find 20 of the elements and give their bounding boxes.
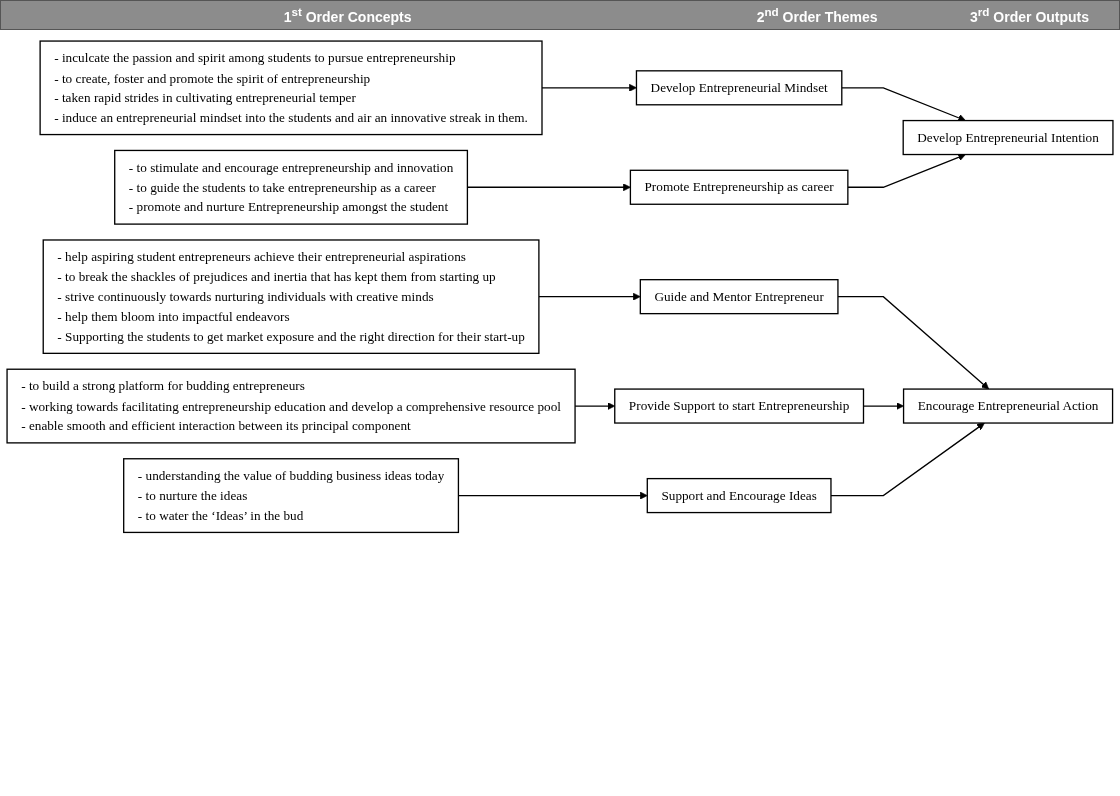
node-box: Promote Entrepreneurship as career bbox=[629, 169, 849, 205]
arrow bbox=[837, 296, 990, 390]
node-box: Encourage Entrepreneurial Action bbox=[902, 388, 1114, 424]
arrow bbox=[847, 153, 966, 188]
node-box: Develop Entrepreneurial Intention bbox=[902, 119, 1114, 156]
node-box: Guide and Mentor Entrepreneur bbox=[639, 279, 839, 315]
column-heading: 2$^{nd}$ Order Themes bbox=[755, 5, 879, 25]
node-box: - help aspiring student entrepreneurs achieve their entrepreneurial aspirations - to break the shackles of prejudices and inertia that has kept them from starting up - strive continuously towards nurturing individuals with creative minds - help them bloom into impactful endeavors - Supporting the students to get market exposure and the right direction for their start-up bbox=[42, 239, 540, 354]
node-box: - to build a strong platform for budding entrepreneurs - working towards facilitating entrepreneurship education and develop a comprehensive resource pool - enable smooth and efficient interaction between its principal component bbox=[6, 368, 576, 444]
column-heading: 3$^{rd}$ Order Outputs bbox=[969, 5, 1091, 25]
node-box: Support and Encourage Ideas bbox=[646, 477, 832, 514]
node-box: - understanding the value of budding business ideas today - to nurture the ideas - to water the ‘Ideas’ in the bud bbox=[123, 458, 460, 534]
arrow bbox=[538, 292, 641, 301]
node-box: Develop Entrepreneurial Mindset bbox=[635, 70, 843, 106]
node-box: Provide Support to start Entrepreneurship bbox=[614, 388, 865, 424]
arrow bbox=[841, 87, 966, 122]
node-box: - inculcate the passion and spirit among students to pursue entrepreneurship - to create, foster and promote the spirit of entrepreneurship - taken rapid strides in cultivating entrepreneurial temper - induce an entrepreneurial mindset into the students and air an innovative streak in them. bbox=[39, 40, 543, 136]
arrow bbox=[830, 422, 985, 497]
node-box: - to stimulate and encourage entrepreneurship and innovation - to guide the students to take entrepreneurship as a career - promote and nurture Entrepreneurship amongst the student bbox=[114, 149, 469, 225]
column-heading: 1$^{st}$ Order Concepts bbox=[282, 5, 413, 25]
